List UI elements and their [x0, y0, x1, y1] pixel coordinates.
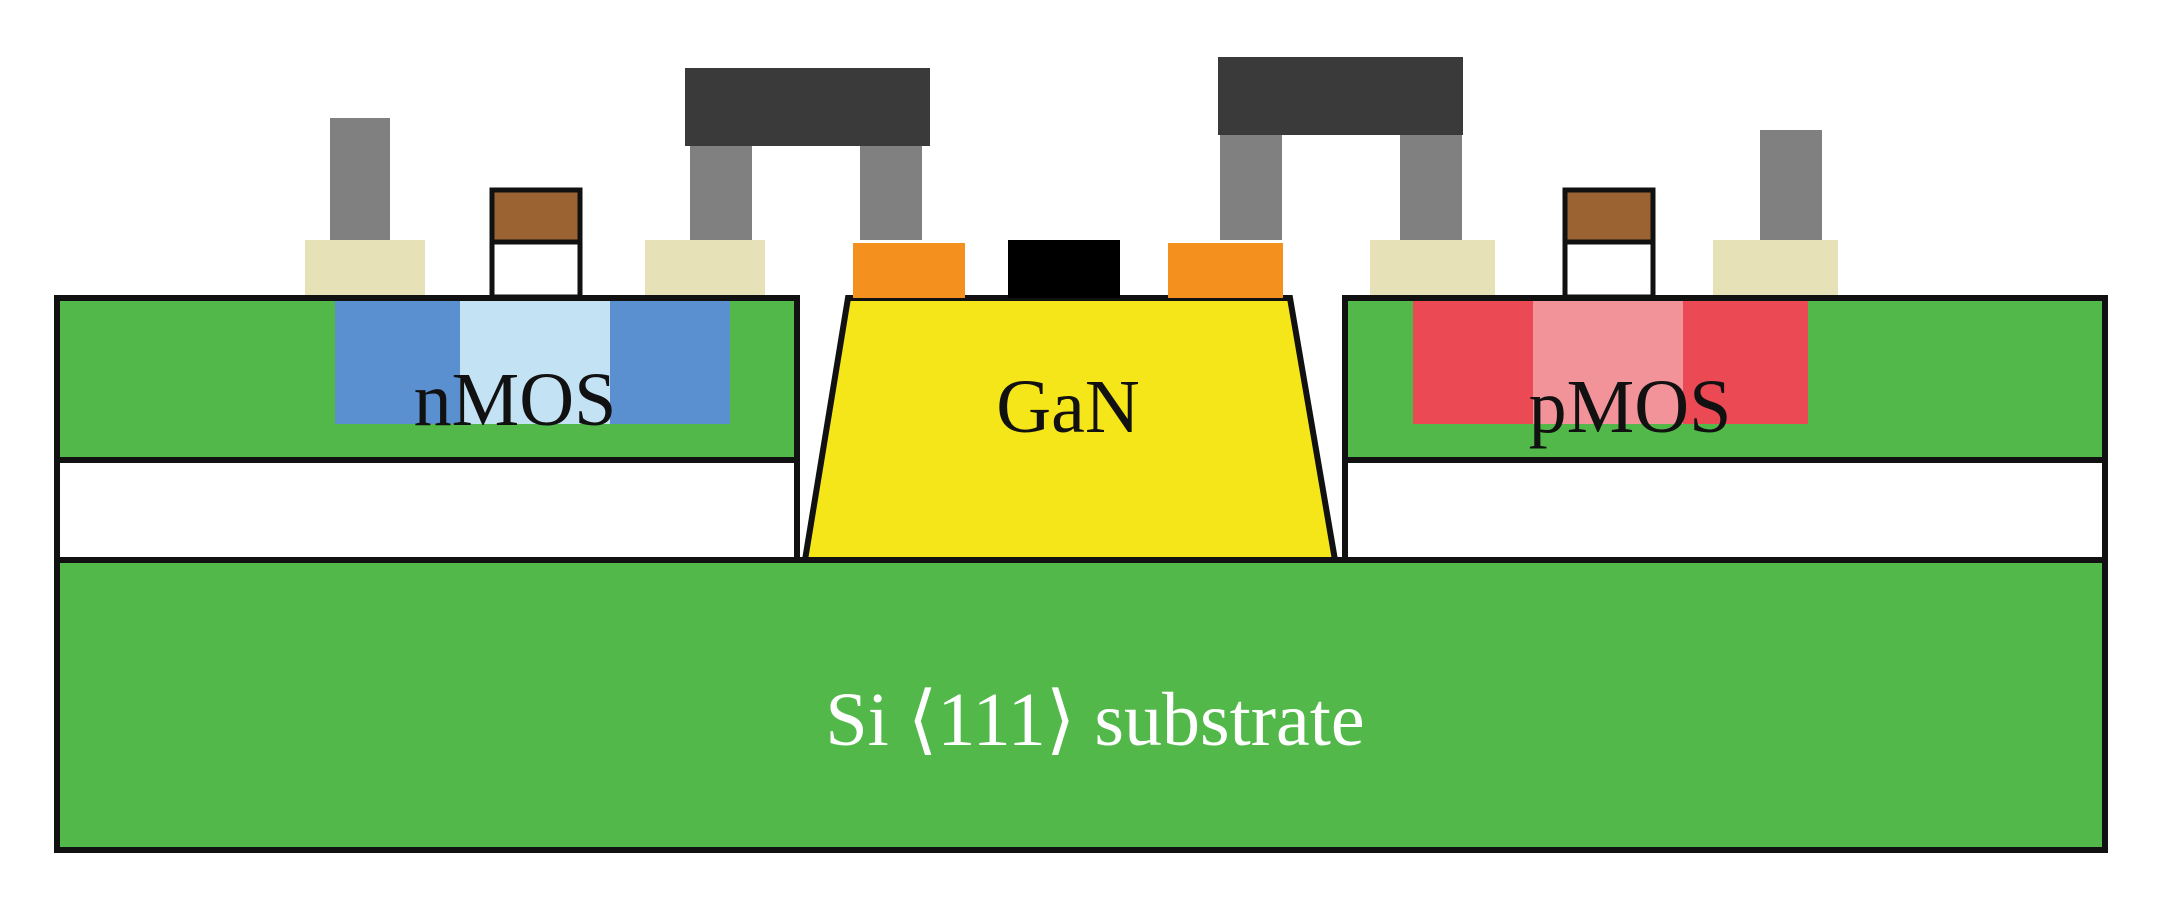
pmos-gate-oxide	[1562, 239, 1656, 300]
nmos-channel-region	[460, 301, 610, 424]
nmos-source-region	[335, 301, 460, 424]
pmos-label: pMOS	[1529, 365, 1732, 449]
nmos-label: nMOS	[414, 358, 617, 442]
pmos-gate-electrode	[1562, 187, 1656, 245]
substrate-label: Si ⟨111⟩ substrate	[825, 678, 1364, 762]
pmos-contact-pad-right	[1713, 240, 1838, 295]
gan-drain-contact	[1168, 243, 1283, 298]
via-nmos-left	[330, 118, 390, 240]
interconnect-nmos-gan	[685, 68, 930, 146]
nmos-gate-electrode	[489, 187, 583, 245]
pmos-drain-region	[1683, 301, 1808, 424]
via-pmos-left	[1400, 133, 1462, 240]
nmos-contact-pad-left	[305, 240, 425, 295]
pmos-source-region	[1413, 301, 1533, 424]
via-gan-right	[1220, 133, 1282, 240]
interconnect-gan-pmos	[1218, 57, 1463, 135]
buried-oxide-right	[1342, 457, 2108, 563]
via-pmos-right	[1760, 130, 1822, 240]
si-substrate	[54, 557, 2108, 853]
gan-label: GaN	[996, 365, 1140, 449]
via-nmos-right	[690, 145, 752, 240]
via-gan-left	[860, 145, 922, 240]
pmos-contact-pad-left	[1370, 240, 1495, 295]
nmos-contact-pad-right	[645, 240, 765, 295]
gan-source-contact	[853, 243, 965, 298]
gan-mesa	[801, 295, 1339, 563]
nmos-gate-oxide	[489, 239, 583, 300]
gan-gate	[1008, 240, 1120, 298]
pmos-channel-region	[1533, 301, 1683, 424]
nmos-drain-region	[610, 301, 730, 424]
buried-oxide-left	[54, 457, 800, 563]
